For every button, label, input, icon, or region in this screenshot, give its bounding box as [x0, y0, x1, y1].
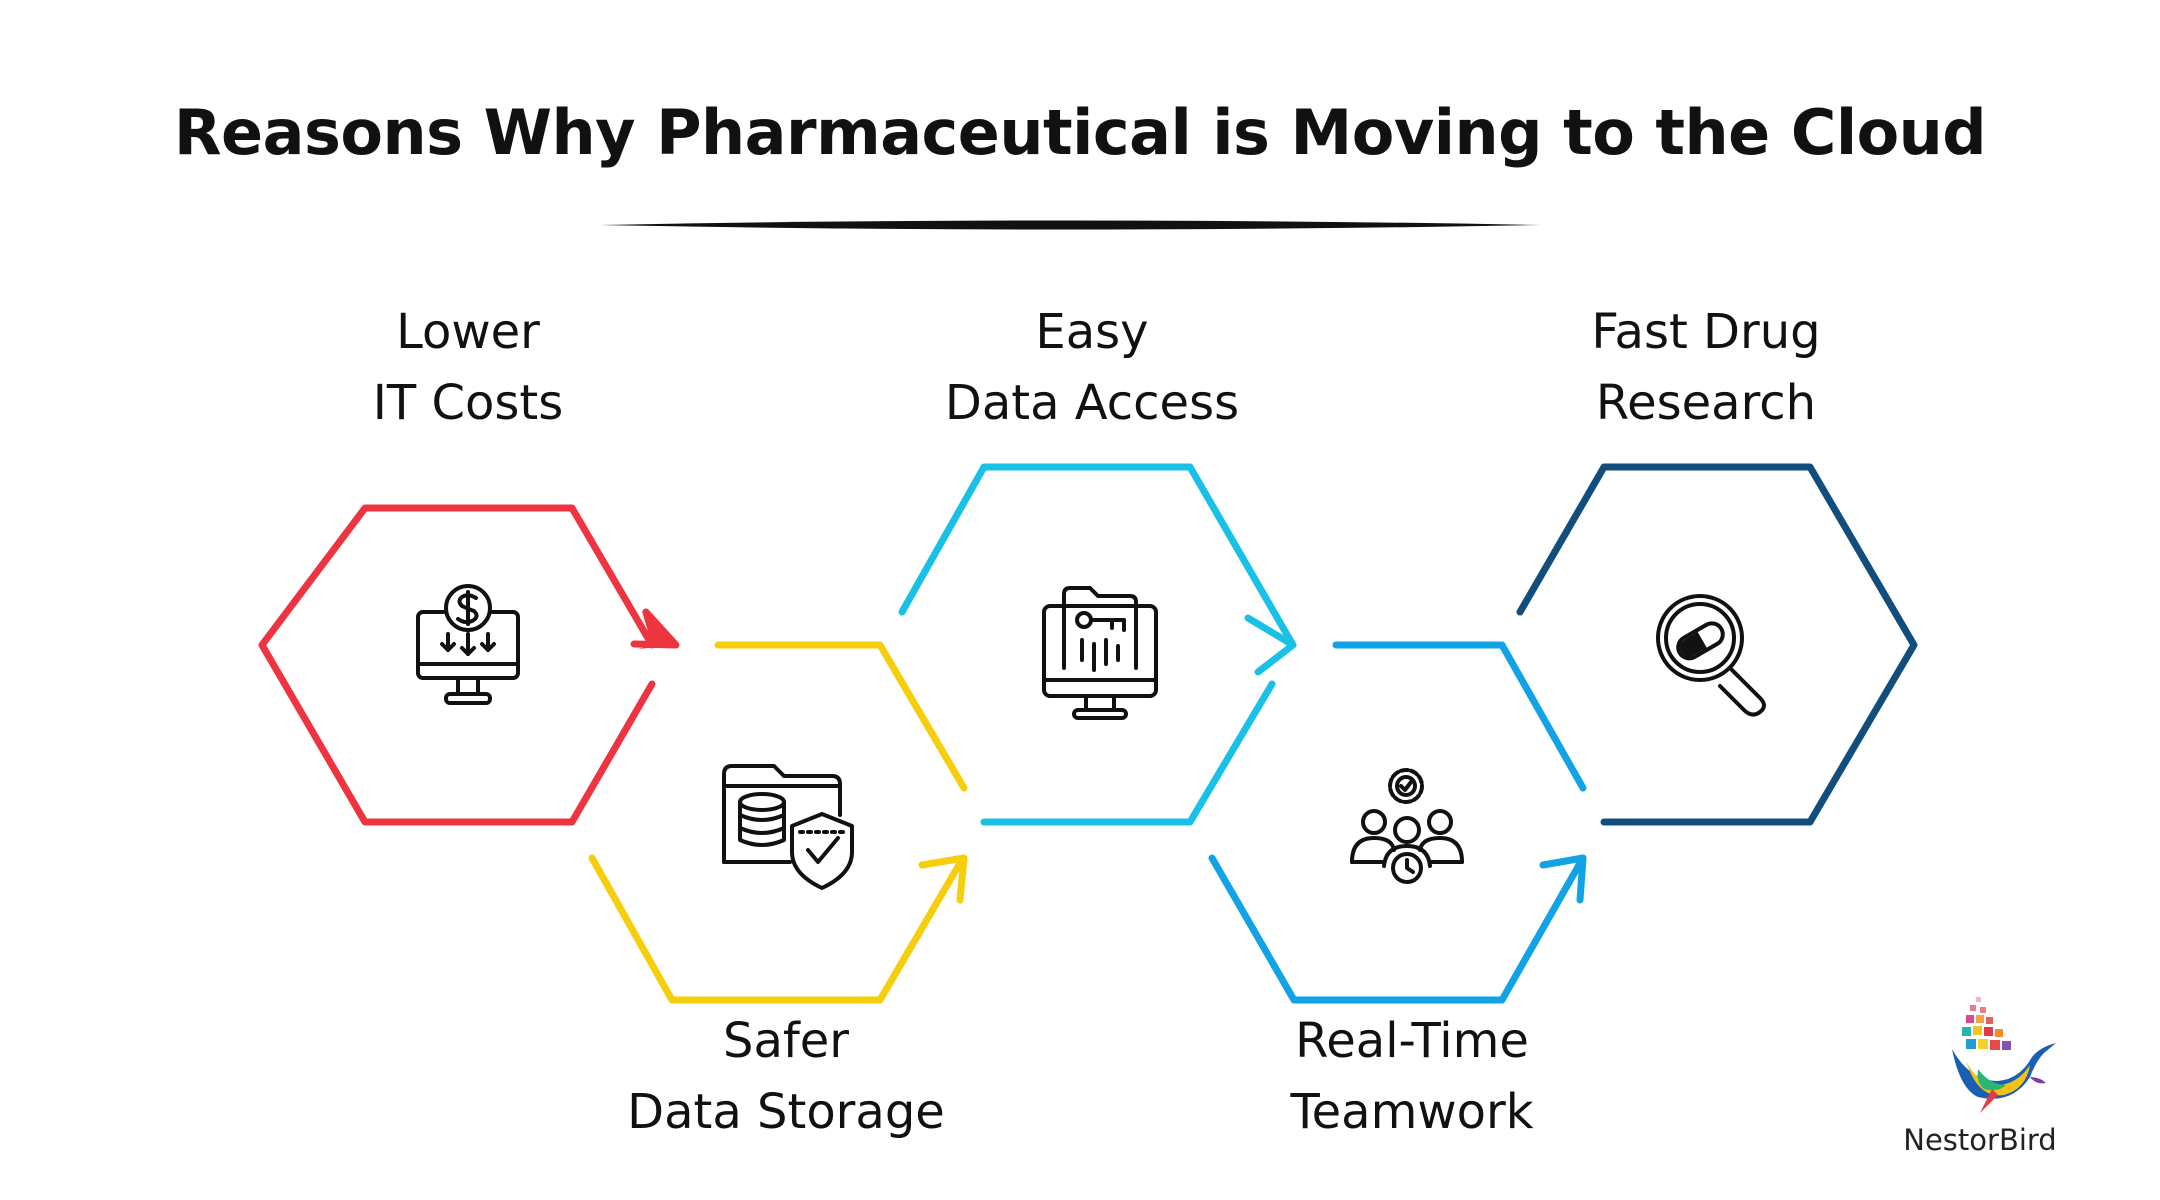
hexagon-1 [258, 504, 680, 826]
bird-logo-icon [1952, 997, 2056, 1113]
magnifier-pill-icon [1656, 594, 1766, 717]
hexagon-2 [588, 641, 968, 1004]
hexagon-5 [1516, 463, 1918, 826]
hexagon-3 [898, 463, 1297, 826]
folder-key-monitor-icon [1042, 586, 1158, 720]
brand-name: NestorBird [1903, 1123, 2057, 1157]
team-gear-icon [1350, 768, 1464, 884]
hexagon-4 [1208, 641, 1587, 1004]
monitor-dollar-icon [416, 584, 520, 705]
title-underline [600, 220, 1540, 230]
database-shield-icon [722, 764, 854, 890]
brand-logo: NestorBird [1880, 985, 2080, 1165]
page-title: Reasons Why Pharmaceutical is Moving to … [173, 96, 1987, 169]
